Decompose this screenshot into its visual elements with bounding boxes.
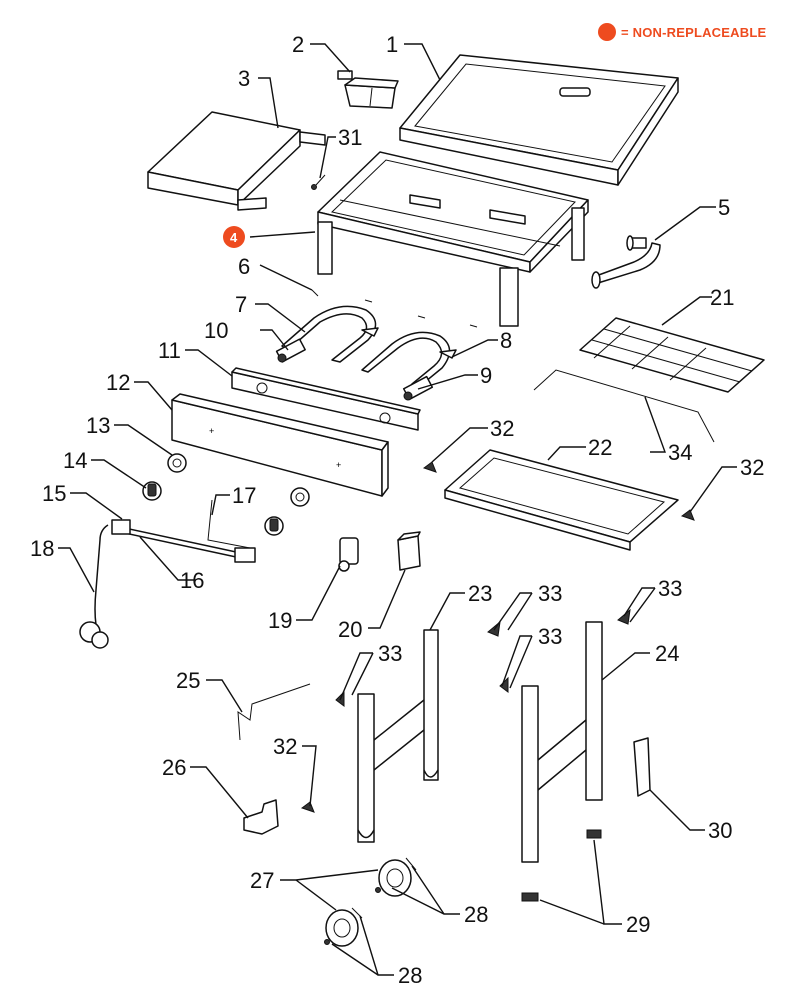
callout-24: 24 xyxy=(655,641,679,666)
callout-15: 15 xyxy=(42,481,66,506)
part-31-screw xyxy=(311,174,326,190)
callout-16: 16 xyxy=(180,568,204,593)
part-9-valve-right xyxy=(402,375,434,401)
callout-25: 25 xyxy=(176,668,200,693)
part-22-grease-tray xyxy=(444,449,679,551)
part-18-hose-regulator xyxy=(79,524,109,649)
callout-30: 30 xyxy=(708,818,732,843)
callout-18: 18 xyxy=(30,536,54,561)
callout-1: 1 xyxy=(386,32,398,57)
part-23-leg-left xyxy=(357,629,439,843)
callout-33-c: 33 xyxy=(538,624,562,649)
callout-14: 14 xyxy=(63,448,87,473)
callout-2: 2 xyxy=(292,32,304,57)
part-4-non-replaceable-marker xyxy=(223,226,245,248)
callout-33-a: 33 xyxy=(538,581,562,606)
part-4-firebox-frame xyxy=(317,151,589,327)
svg-text:+: + xyxy=(336,460,341,470)
callout-5: 5 xyxy=(718,195,730,220)
legend-text: = NON-REPLACEABLE xyxy=(621,24,767,40)
callout-19: 19 xyxy=(268,608,292,633)
callout-33-d: 33 xyxy=(378,641,402,666)
callout-34: 34 xyxy=(668,440,692,465)
callout-32-bottom: 32 xyxy=(273,734,297,759)
part-3-side-shelf xyxy=(147,111,326,211)
callout-6: 6 xyxy=(238,254,250,279)
callout-4: 4 xyxy=(230,230,238,245)
callout-numbers: 1 2 3 31 4 5 6 7 8 10 9 21 11 12 13 14 1… xyxy=(30,32,764,988)
callout-8: 8 xyxy=(500,328,512,353)
part-7-burner-left xyxy=(281,305,379,363)
callout-20: 20 xyxy=(338,617,362,642)
callout-17: 17 xyxy=(232,483,256,508)
leader-lines xyxy=(58,43,737,976)
svg-text:+: + xyxy=(209,426,214,436)
callout-33-b: 33 xyxy=(658,576,682,601)
part-20-igniter-cover xyxy=(397,531,421,571)
callout-23: 23 xyxy=(468,581,492,606)
part-13-bezel xyxy=(167,453,310,507)
callout-13: 13 xyxy=(86,413,110,438)
part-8-burner-right xyxy=(361,331,457,387)
part-6-screws xyxy=(311,289,478,328)
callout-21: 21 xyxy=(710,285,734,310)
callout-3: 3 xyxy=(238,66,250,91)
callout-10: 10 xyxy=(204,318,228,343)
part-25-rod xyxy=(237,683,311,741)
callout-28-lower: 28 xyxy=(398,963,422,988)
callout-28-upper: 28 xyxy=(464,902,488,927)
part-30-tank-holder xyxy=(633,737,651,797)
part-34-shelf-rod xyxy=(533,369,715,443)
callout-27: 27 xyxy=(250,868,274,893)
part-2-grease-cup xyxy=(337,70,399,109)
callout-29: 29 xyxy=(626,912,650,937)
part-29-caps xyxy=(521,829,602,902)
callout-11: 11 xyxy=(158,338,181,363)
part-21-shelf-grate xyxy=(579,317,765,393)
part-15-regulator xyxy=(111,519,131,535)
callout-9: 9 xyxy=(480,363,492,388)
part-16-manifold xyxy=(119,526,256,563)
part-12-control-panel: + + xyxy=(171,393,389,497)
part-14-knob xyxy=(142,481,284,536)
part-19-igniter xyxy=(338,537,359,572)
part-24-leg-right xyxy=(521,621,603,863)
callout-7: 7 xyxy=(235,292,247,317)
part-27-wheels xyxy=(325,859,412,947)
callout-31: 31 xyxy=(338,125,362,150)
callout-32-top: 32 xyxy=(490,416,514,441)
part-5-handle xyxy=(591,235,661,289)
part-11-heat-shield xyxy=(231,367,421,431)
callout-32-right: 32 xyxy=(740,455,764,480)
part-26-bracket xyxy=(243,799,279,835)
part-10-valve-left xyxy=(275,338,306,363)
callout-12: 12 xyxy=(106,370,130,395)
part-17-electrode-wire xyxy=(207,499,251,549)
non-replaceable-marker-icon xyxy=(598,23,616,41)
legend: = NON-REPLACEABLE xyxy=(598,22,766,42)
callout-22: 22 xyxy=(588,435,612,460)
callout-26: 26 xyxy=(162,755,186,780)
part-32-screws xyxy=(300,461,695,813)
